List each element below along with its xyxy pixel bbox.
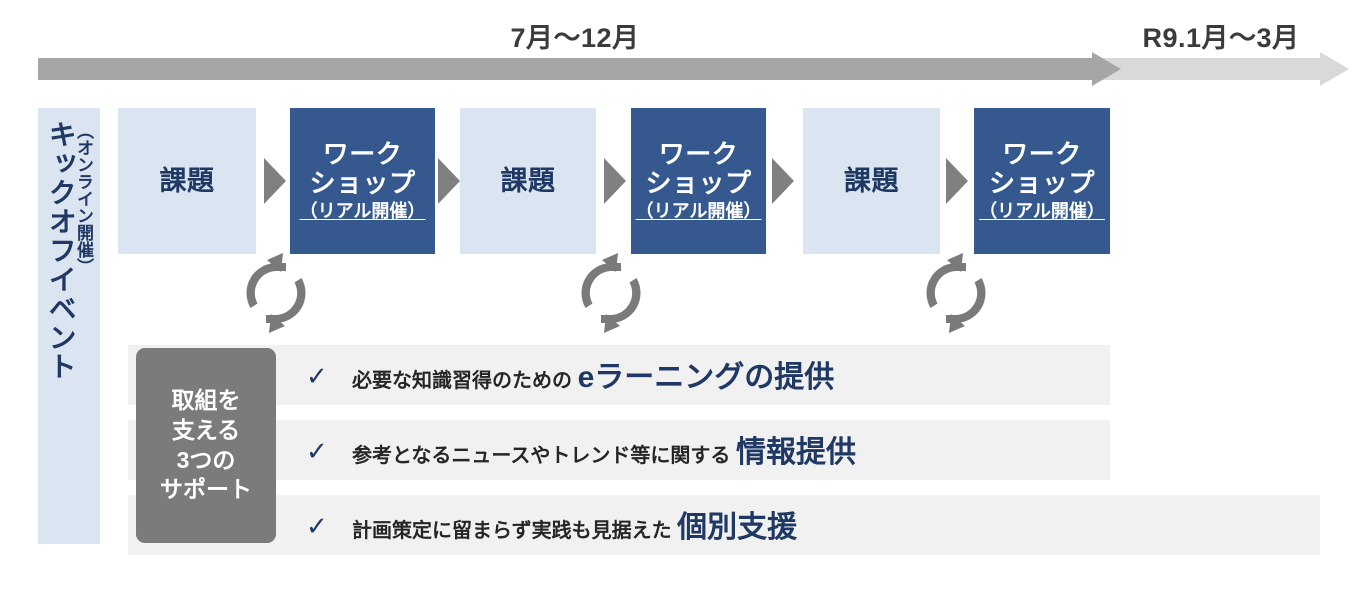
chevron-right-icon-4 [772, 158, 794, 204]
chevron-right-icon-3 [604, 158, 626, 204]
support-row-2-background [128, 420, 1110, 480]
cycle-arrows-icon-1 [246, 253, 306, 333]
process-step-5-title: 課題 [844, 165, 899, 196]
timeline-arrows [38, 52, 1349, 86]
process-step-6-workshop[interactable]: ワーク ショップ （リアル開催） [974, 108, 1110, 254]
support-row-2-highlight: 情報提供 [735, 436, 856, 469]
support-row-1-plain: 必要な知識習得のための [352, 370, 578, 392]
support-row-3-background [128, 495, 1320, 555]
process-step-6-subtitle: （リアル開催） [979, 200, 1105, 221]
support-row-1-background [128, 345, 1110, 405]
support-badge: 取組を 支える 3つの サポート [136, 348, 276, 543]
check-icon-3: ✓ [306, 511, 328, 541]
chevron-right-icon-1 [264, 158, 286, 204]
support-row-2-plain: 参考となるニュースやトレンド等に関する [352, 445, 736, 467]
cycle-arrows-icon-3 [926, 253, 986, 333]
support-row-3-plain: 計画策定に留まらず実践も見据えた [352, 520, 678, 542]
process-step-2-subtitle: （リアル開催） [299, 200, 426, 221]
support-row-1-highlight: eラーニングの提供 [577, 361, 835, 394]
process-step-4-title: ワーク ショップ [645, 138, 752, 199]
timeline-main-arrow-icon [38, 52, 1121, 86]
check-icon-2: ✓ [306, 436, 328, 466]
chevron-right-icon-5 [946, 158, 968, 204]
kickoff-banner: キックオフイベント （オンライン開催） [38, 108, 100, 544]
support-row-3-highlight: 個別支援 [677, 511, 798, 544]
support-row-3-text: 計画策定に留まらず実践も見据えた 個別支援 [352, 513, 797, 543]
process-step-4-workshop[interactable]: ワーク ショップ （リアル開催） [631, 108, 766, 254]
timeline-tail-arrow-icon [1070, 52, 1349, 86]
kickoff-subtitle: （オンライン開催） [73, 122, 93, 275]
cycle-arrows-icon-2 [581, 253, 641, 333]
process-step-2-workshop[interactable]: ワーク ショップ （リアル開催） [290, 108, 435, 254]
process-step-2-title: ワーク ショップ [309, 138, 416, 199]
timeline-tail-period-label: R9.1月～3月 [1142, 23, 1300, 53]
process-step-6-title: ワーク ショップ [988, 138, 1095, 199]
process-step-3-title: 課題 [500, 165, 556, 196]
process-step-5-task[interactable]: 課題 [803, 108, 940, 254]
support-row-1-text: 必要な知識習得のための eラーニングの提供 [352, 363, 834, 393]
process-step-4-subtitle: （リアル開催） [635, 200, 762, 221]
process-step-1-title: 課題 [159, 165, 215, 196]
support-row-2-text: 参考となるニュースやトレンド等に関する 情報提供 [352, 438, 856, 468]
kickoff-title: キックオフイベント [45, 120, 77, 381]
process-step-3-task[interactable]: 課題 [460, 108, 596, 254]
chevron-right-icon-2 [438, 158, 460, 204]
check-icon-1: ✓ [306, 361, 328, 391]
timeline-main-period-label: 7月～12月 [510, 23, 640, 53]
process-step-1-task[interactable]: 課題 [118, 108, 256, 254]
